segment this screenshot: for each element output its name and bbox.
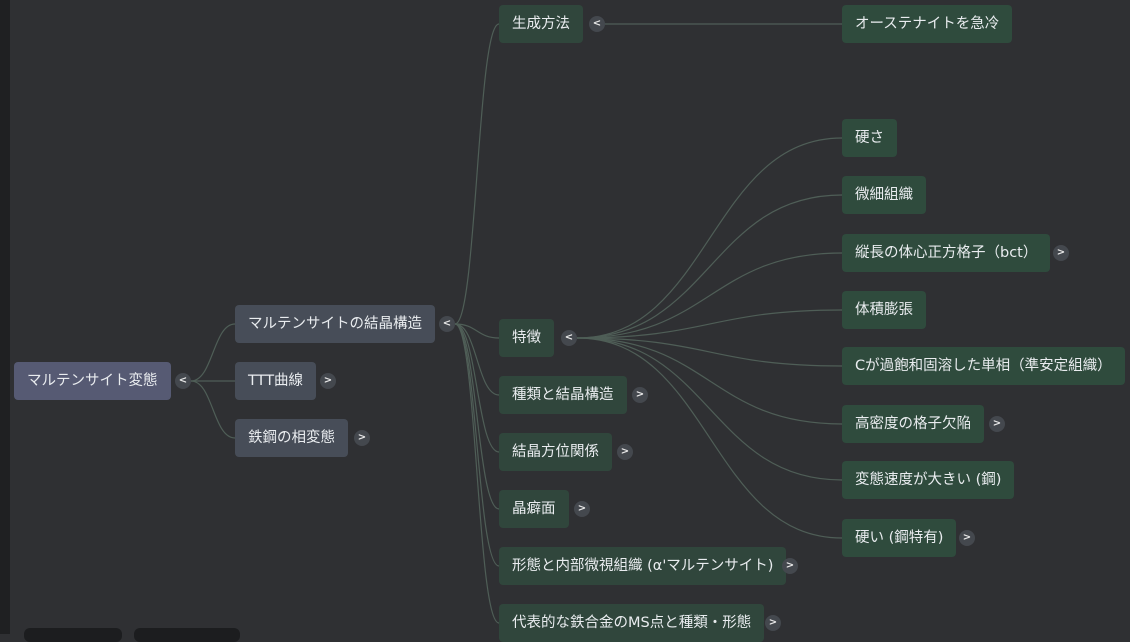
node-morphology-microstructure[interactable]: 形態と内部微視組織 (α'マルテンサイト)	[499, 547, 787, 585]
collapse-toggle-crystal-structure[interactable]: <	[439, 316, 455, 332]
node-volume-expansion[interactable]: 体積膨張	[842, 291, 926, 329]
collapse-toggle-features[interactable]: <	[561, 330, 577, 346]
node-steel-phase-transformation[interactable]: 鉄鋼の相変態	[235, 419, 348, 457]
node-features[interactable]: 特徴	[499, 319, 554, 357]
node-ms-point-alloys[interactable]: 代表的な鉄合金のMS点と種類・形態	[499, 604, 765, 642]
node-hard-steel[interactable]: 硬い (鋼特有)	[842, 519, 957, 557]
node-formation-method[interactable]: 生成方法	[499, 5, 583, 43]
bottom-control-right[interactable]	[134, 628, 240, 642]
node-hardness[interactable]: 硬さ	[842, 119, 897, 157]
expand-toggle-phase-transformation[interactable]: >	[354, 430, 370, 446]
collapse-toggle-root[interactable]: <	[175, 373, 191, 389]
collapse-toggle-formation-method[interactable]: <	[589, 16, 605, 32]
expand-toggle-orientation[interactable]: >	[617, 444, 633, 460]
node-lattice-defects[interactable]: 高密度の格子欠陥	[842, 405, 984, 443]
bottom-control-left[interactable]	[24, 628, 122, 642]
node-martensite-crystal-structure[interactable]: マルテンサイトの結晶構造	[235, 305, 435, 343]
node-bct-lattice[interactable]: 縦長の体心正方格子（bct）	[842, 234, 1051, 272]
node-fast-transformation[interactable]: 変態速度が大きい (鋼)	[842, 461, 1015, 499]
expand-toggle-morphology[interactable]: >	[782, 558, 798, 574]
node-types-and-crystal-structure[interactable]: 種類と結晶構造	[499, 376, 627, 414]
node-ttt-curve[interactable]: TTT曲線	[235, 362, 317, 400]
expand-toggle-types[interactable]: >	[632, 387, 648, 403]
root-node[interactable]: マルテンサイト変態	[14, 362, 171, 400]
node-quench-austenite[interactable]: オーステナイトを急冷	[842, 5, 1013, 43]
node-orientation-relationship[interactable]: 結晶方位関係	[499, 433, 612, 471]
expand-toggle-ttt-curve[interactable]: >	[320, 373, 336, 389]
expand-toggle-lattice-defects[interactable]: >	[989, 416, 1005, 432]
expand-toggle-ms-point[interactable]: >	[765, 615, 781, 631]
expand-toggle-habit-plane[interactable]: >	[574, 501, 590, 517]
expand-toggle-hard-steel[interactable]: >	[959, 530, 975, 546]
expand-toggle-bct[interactable]: >	[1053, 245, 1069, 261]
node-habit-plane[interactable]: 晶癖面	[499, 490, 569, 528]
node-fine-structure[interactable]: 微細組織	[842, 176, 926, 214]
node-supersaturated-single-phase[interactable]: Cが過飽和固溶した単相（準安定組織）	[842, 347, 1125, 385]
left-edge-bar	[0, 0, 10, 634]
